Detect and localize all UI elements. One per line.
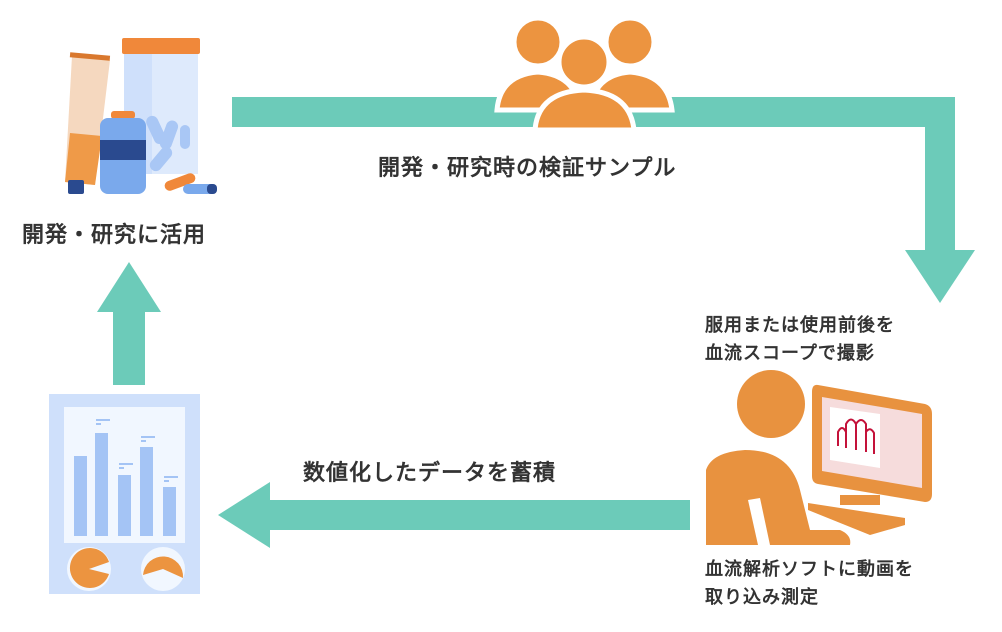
capture-label: 服用または使用前後を 血流スコープで撮影 [705, 312, 895, 368]
data-accumulate-label: 数値化したデータを蓄積 [303, 461, 557, 486]
medicine-products-icon [65, 38, 217, 194]
up-arrow [97, 262, 161, 385]
data-report-icon [49, 394, 200, 594]
person-at-computer-icon [706, 370, 932, 545]
capture-label-line-2: 血流スコープで撮影 [705, 343, 875, 364]
analysis-label-line-1: 血流解析ソフトに動画を [705, 559, 914, 580]
research-use-label: 開発・研究に活用 [22, 223, 207, 248]
verification-sample-label: 開発・研究時の検証サンプル [378, 156, 677, 181]
analysis-label-line-2: 取り込み測定 [705, 587, 819, 608]
people-group-icon [494, 15, 675, 133]
analysis-label: 血流解析ソフトに動画を 取り込み測定 [705, 556, 914, 612]
left-arrow [218, 482, 690, 548]
capture-label-line-1: 服用または使用前後を [705, 315, 895, 336]
